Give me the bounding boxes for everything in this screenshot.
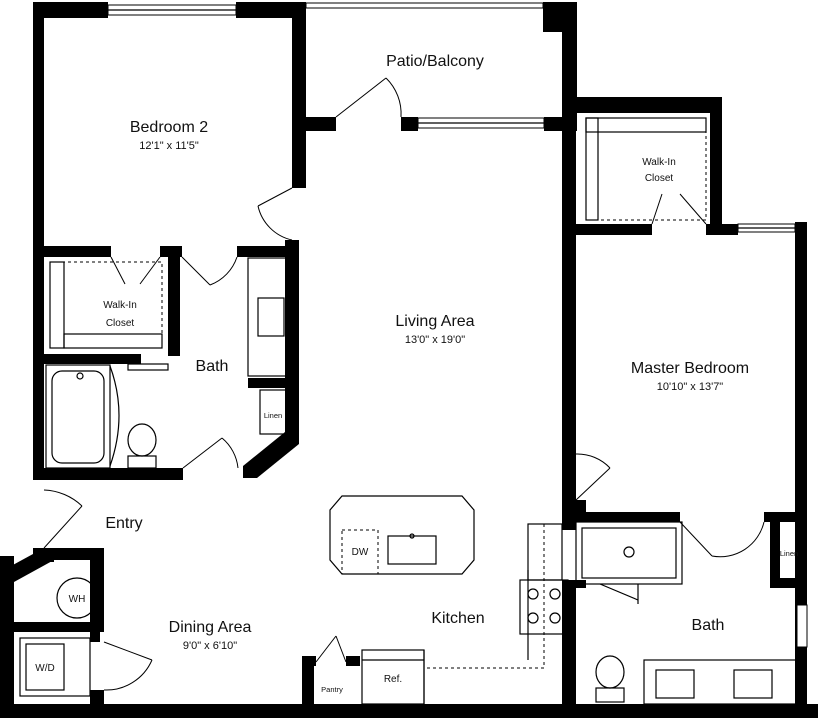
closet-shelving: [49, 117, 707, 349]
dining-label: Dining Area: [169, 619, 252, 636]
windows: [107, 2, 808, 648]
wh-label: WH: [69, 594, 86, 605]
closet-left-label-1: Walk-In: [103, 300, 137, 311]
closet-left-label-2: Closet: [106, 318, 135, 329]
labels: Patio/Balcony Bedroom 2 12'1" x 11'5" Wa…: [35, 53, 798, 694]
bedroom2-label: Bedroom 2: [130, 119, 208, 136]
bedroom2-dims: 12'1" x 11'5": [139, 140, 199, 152]
wd-label: W/D: [35, 663, 54, 674]
patio-label: Patio/Balcony: [386, 53, 484, 70]
living-dims: 13'0" x 19'0": [405, 334, 465, 346]
bath2-label: Bath: [692, 617, 725, 634]
entry-label: Entry: [105, 515, 142, 532]
kitchen-label: Kitchen: [431, 610, 484, 627]
linen1-label: Linen: [264, 411, 282, 420]
master-bath-fixtures: [575, 521, 797, 705]
closet-top-label-2: Closet: [645, 173, 674, 184]
linen2-label: Linen: [780, 549, 798, 558]
kitchen-fixtures: [329, 495, 569, 705]
master-label: Master Bedroom: [631, 360, 749, 377]
bath1-label: Bath: [196, 358, 229, 375]
ref-label: Ref.: [384, 674, 402, 685]
living-label: Living Area: [395, 313, 474, 330]
utility-fixtures: [19, 577, 98, 697]
bath1-fixtures: [45, 257, 287, 469]
doors: [43, 77, 765, 691]
dining-dims: 9'0" x 6'10": [183, 640, 237, 652]
dw-label: DW: [352, 547, 369, 558]
master-dims: 10'10" x 13'7": [657, 381, 724, 393]
pantry-label: Pantry: [321, 685, 343, 694]
closet-top-label-1: Walk-In: [642, 157, 676, 168]
